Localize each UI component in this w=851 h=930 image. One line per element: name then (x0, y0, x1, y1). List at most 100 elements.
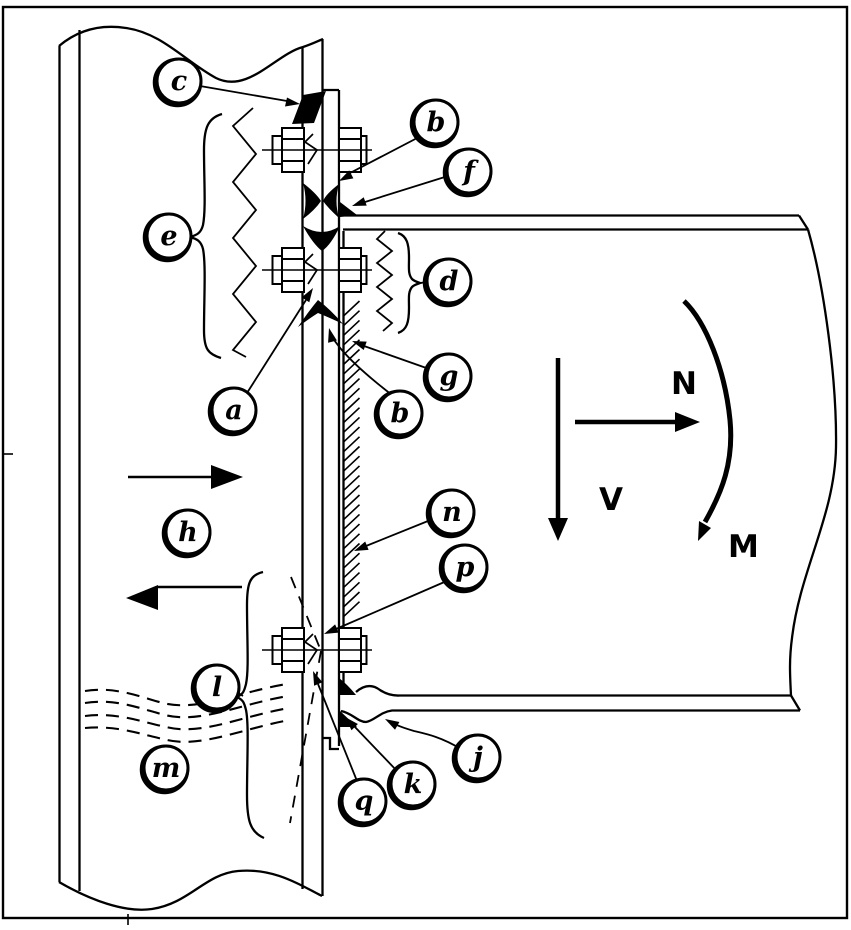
top-flange-weld-left-upper (303, 183, 321, 219)
callout-letter-e: e (160, 221, 177, 252)
callout-circle (376, 389, 424, 437)
callout-circle (155, 57, 203, 105)
callout-letter-l: l (212, 672, 222, 703)
web-weld-hatching (342, 300, 361, 618)
web-weld-chevron (298, 300, 343, 327)
callout-p: p (438, 543, 489, 594)
callout-circle (340, 777, 388, 825)
beam (340, 214, 838, 724)
leader-j-head (385, 719, 400, 730)
callout-circle (441, 543, 489, 591)
beam-bottom-flange-lower-line (340, 709, 800, 724)
moment-arrow-head (698, 521, 711, 541)
leader-j (393, 722, 462, 750)
callout-h: h (161, 508, 212, 559)
shear-arrow-left-head (126, 585, 158, 610)
callout-l: l (190, 663, 241, 714)
callout-circle (145, 212, 193, 260)
beam-top-flange-end (798, 214, 809, 231)
end-plate-zigzag (375, 230, 394, 332)
callout-circle (425, 257, 473, 305)
callout-letter-f: f (461, 156, 479, 187)
callout-circle (445, 147, 493, 195)
axial-force-label: N (671, 366, 697, 402)
yield-line-curve (84, 718, 291, 743)
leader-g (363, 345, 433, 371)
callout-letter-a: a (225, 395, 243, 426)
force-arrows: V N M (548, 299, 759, 565)
leader-p (335, 579, 450, 630)
moment-arrow-arc (682, 299, 734, 524)
leader-f (364, 175, 449, 203)
callout-circle (425, 352, 473, 400)
callout-k: k (386, 760, 437, 811)
axial-force-arrow-head (675, 412, 700, 432)
yield-line-curve (84, 682, 288, 707)
shear-arrow-right-head (211, 465, 243, 489)
column (58, 25, 324, 911)
callout-g: g (422, 352, 473, 403)
callout-circle (142, 744, 190, 792)
callout-letter-d: d (440, 266, 459, 297)
top-flange-weld-right-upper (323, 184, 339, 218)
leader-q-head (313, 671, 323, 686)
callout-letter-k: k (404, 769, 423, 800)
callout-letter-h: h (178, 517, 198, 548)
callout-a: a (207, 386, 258, 437)
leader-f-head (352, 197, 367, 206)
yield-line-curve (84, 706, 290, 731)
callout-letter-q: q (355, 786, 374, 817)
top-flange-weld-lower (303, 226, 340, 251)
callout-b-web: b (373, 389, 424, 440)
shear-force-label: V (599, 482, 623, 518)
callout-e: e (142, 212, 193, 263)
leader-c (199, 85, 288, 102)
leader-b-top (349, 135, 422, 174)
callout-letter-g: g (440, 361, 459, 392)
plate-top-weld (292, 91, 326, 124)
callout-circle (454, 733, 502, 781)
callout-n: n (425, 488, 476, 539)
beam-break-line (788, 229, 838, 696)
callout-letter-n: n (442, 497, 462, 528)
shear-force-arrow-head (548, 518, 568, 541)
callout-letter-c: c (171, 66, 187, 97)
callout-m: m (139, 744, 190, 795)
leader-a (246, 299, 307, 394)
leader-k (353, 725, 399, 773)
leader-b-top-head (339, 170, 354, 181)
welds (292, 91, 357, 727)
crack-line-upper (290, 576, 322, 652)
callout-circle (164, 508, 212, 556)
leader-q (317, 683, 358, 782)
leader-b-web-head (328, 328, 337, 343)
callout-j: j (451, 733, 502, 784)
callout-letter-p: p (456, 552, 475, 583)
panel-shear-arrows (126, 465, 243, 610)
leader-k-head (345, 717, 358, 731)
callout-letter-b: b (427, 107, 446, 138)
beam-bottom-flange-end (790, 694, 801, 712)
callout-circle (412, 98, 460, 146)
callout-circle (389, 760, 437, 808)
callout-letter-m: m (152, 753, 181, 784)
bottom-flange-weld-upper (339, 678, 356, 695)
leader-n-head (354, 541, 369, 551)
callout-circle (210, 386, 258, 434)
leader-n (365, 518, 434, 547)
callout-b-top: b (409, 98, 460, 149)
callout-f: f (442, 147, 493, 198)
yield-line-pattern (84, 682, 291, 743)
column-bottom-break-line (58, 869, 323, 911)
column-top-break-line (58, 25, 324, 83)
callout-letter-b: b (391, 398, 410, 429)
callout-c: c (152, 57, 203, 108)
column-web-zigzag (231, 107, 258, 358)
leader-a-head (301, 288, 313, 303)
leader-p-head (324, 624, 339, 634)
end-plate-bottom-edge (322, 736, 339, 751)
callout-circle (193, 663, 241, 711)
leader-arrowheads (285, 97, 400, 731)
